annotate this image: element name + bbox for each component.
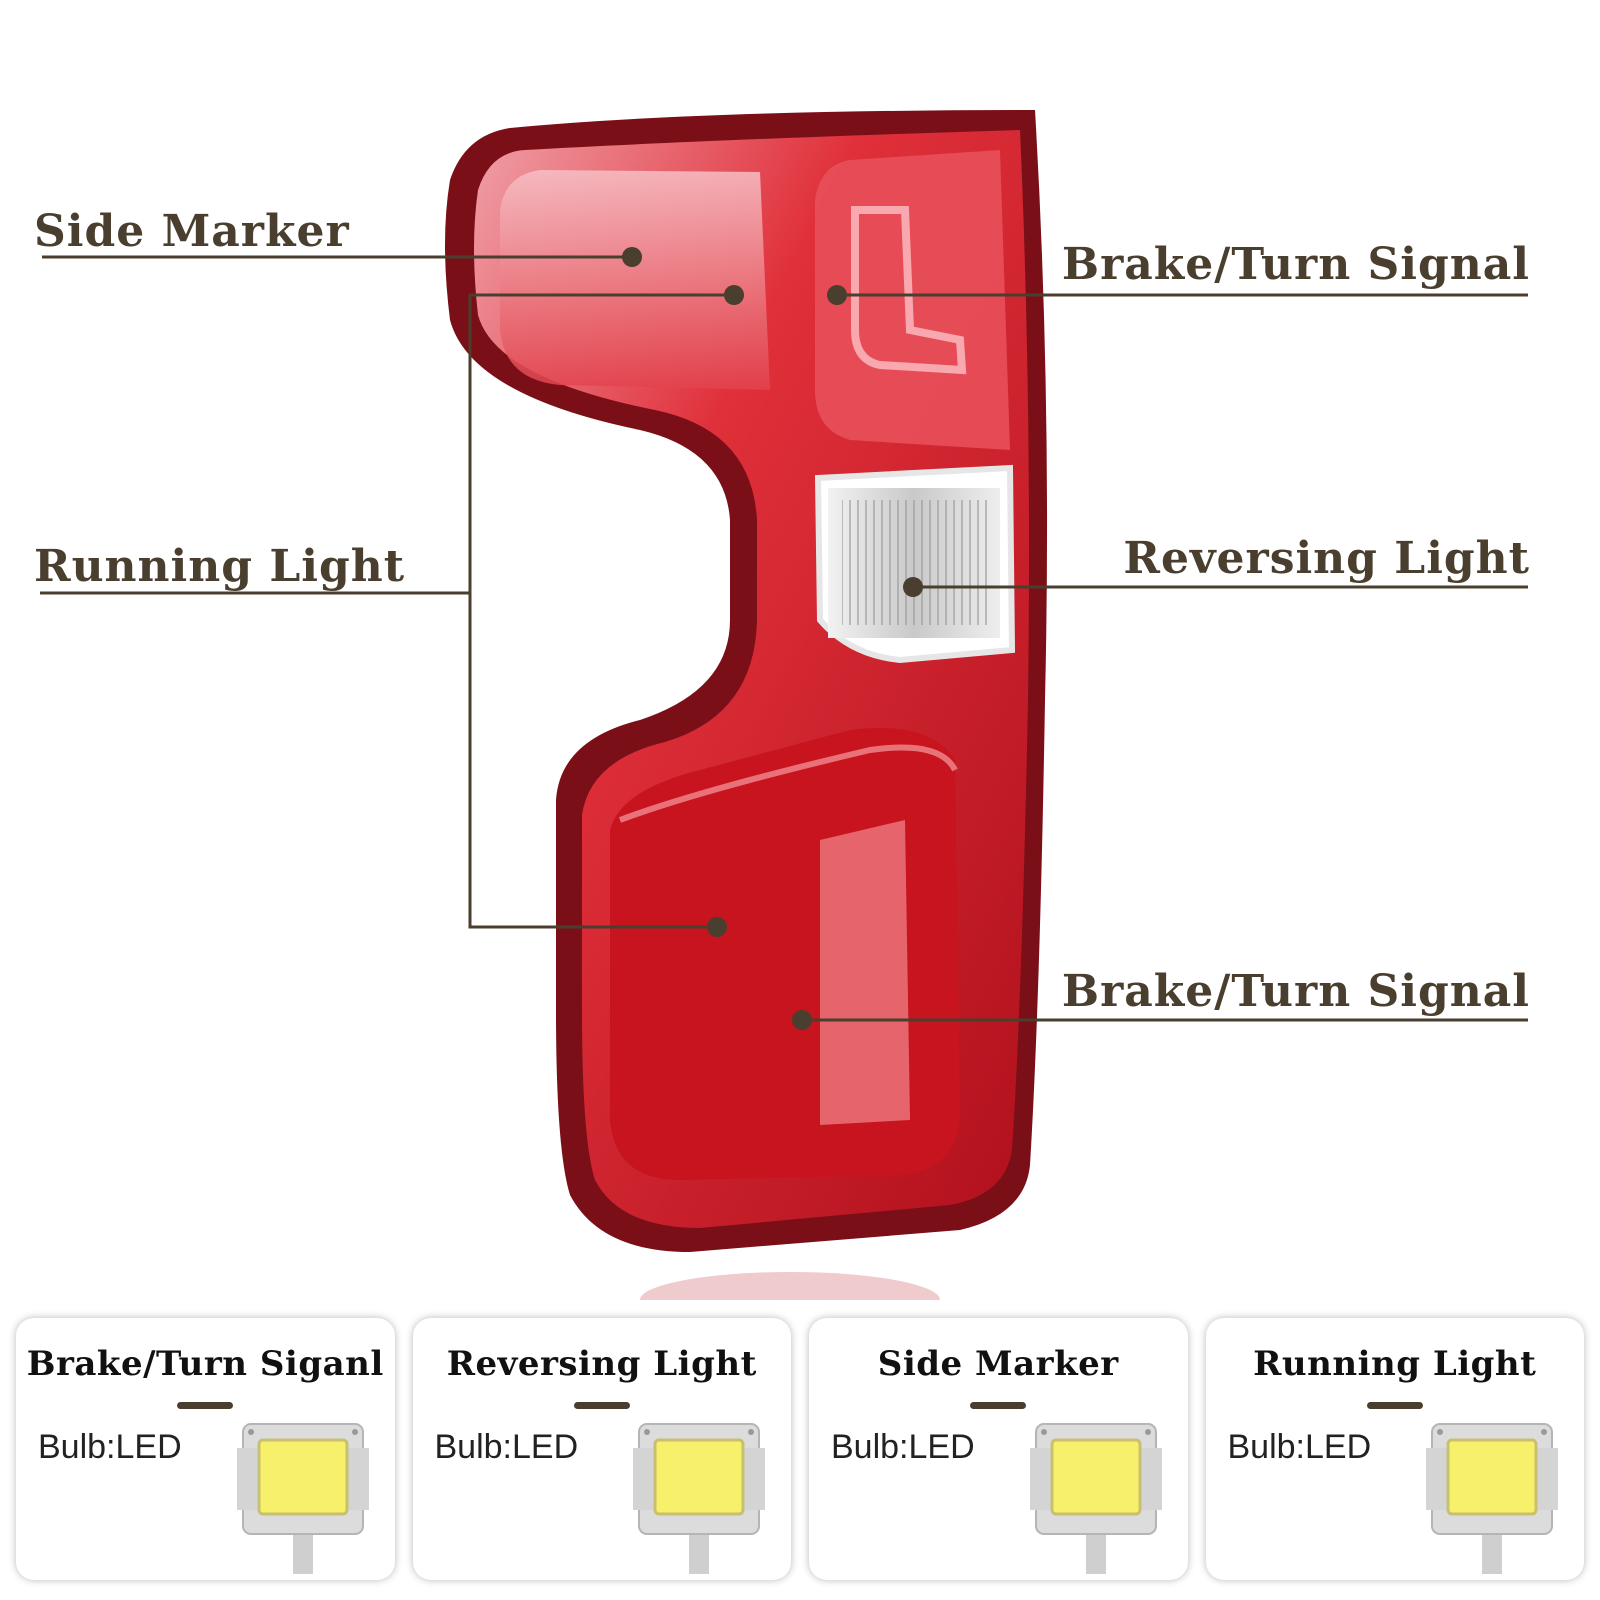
callout-lines	[40, 255, 1528, 1022]
led-chip-icon	[1426, 1423, 1558, 1574]
card-divider	[1366, 1402, 1423, 1409]
card-title: Reversing Light	[446, 1344, 757, 1384]
card-title: Brake/Turn Siganl	[26, 1344, 384, 1384]
side-marker-label: Side Marker	[34, 206, 350, 257]
tail-light-diagram	[40, 110, 1528, 1300]
side-marker-lens	[500, 170, 770, 390]
running-light-leader	[40, 293, 734, 595]
card-bulb-type: Bulb:LED	[1227, 1428, 1372, 1466]
running-light-dot-lower	[707, 917, 727, 937]
card-divider	[177, 1402, 234, 1409]
lower-brake-lens	[820, 820, 910, 1125]
card-bulb-type: Bulb:LED	[831, 1428, 975, 1466]
running-light-leader-lower	[468, 593, 717, 929]
lamp-reflection	[640, 1272, 940, 1300]
card-title: Side Marker	[877, 1344, 1119, 1384]
card-divider	[573, 1402, 630, 1409]
upper-brake-lightbar	[851, 206, 967, 375]
brake-turn-top-label: Brake/Turn Signal	[1061, 239, 1530, 290]
side-marker-dot	[622, 247, 642, 267]
card-brake-turn: Brake/Turn Siganl Bulb:LED	[16, 1318, 395, 1580]
card-side-marker: Side Marker Bulb:LED	[809, 1318, 1188, 1580]
running-light-label: Running Light	[34, 541, 406, 592]
bulb-spec-cards: Brake/Turn Siganl Bulb:LED Reversing Lig…	[16, 1318, 1584, 1580]
brake-turn-bottom-dot	[792, 1010, 812, 1030]
led-chip-icon	[633, 1423, 765, 1574]
card-reversing-light: Reversing Light Bulb:LED	[412, 1318, 791, 1580]
brake-turn-top-dot	[827, 285, 847, 305]
led-chip-icon	[1029, 1423, 1162, 1574]
card-title: Running Light	[1253, 1344, 1537, 1384]
reversing-dot	[903, 577, 923, 597]
running-light-dot-upper	[724, 285, 744, 305]
card-divider	[970, 1402, 1027, 1409]
brake-turn-bottom-label: Brake/Turn Signal	[1061, 966, 1530, 1017]
card-running-light: Running Light Bulb:LED	[1205, 1318, 1584, 1580]
led-chip-icon	[236, 1423, 369, 1574]
tail-light-lamp	[445, 110, 1048, 1252]
callout-dots	[622, 247, 923, 1030]
card-bulb-type: Bulb:LED	[434, 1428, 579, 1466]
reversing-light-label: Reversing Light	[1123, 533, 1530, 584]
card-bulb-type: Bulb:LED	[38, 1428, 182, 1466]
